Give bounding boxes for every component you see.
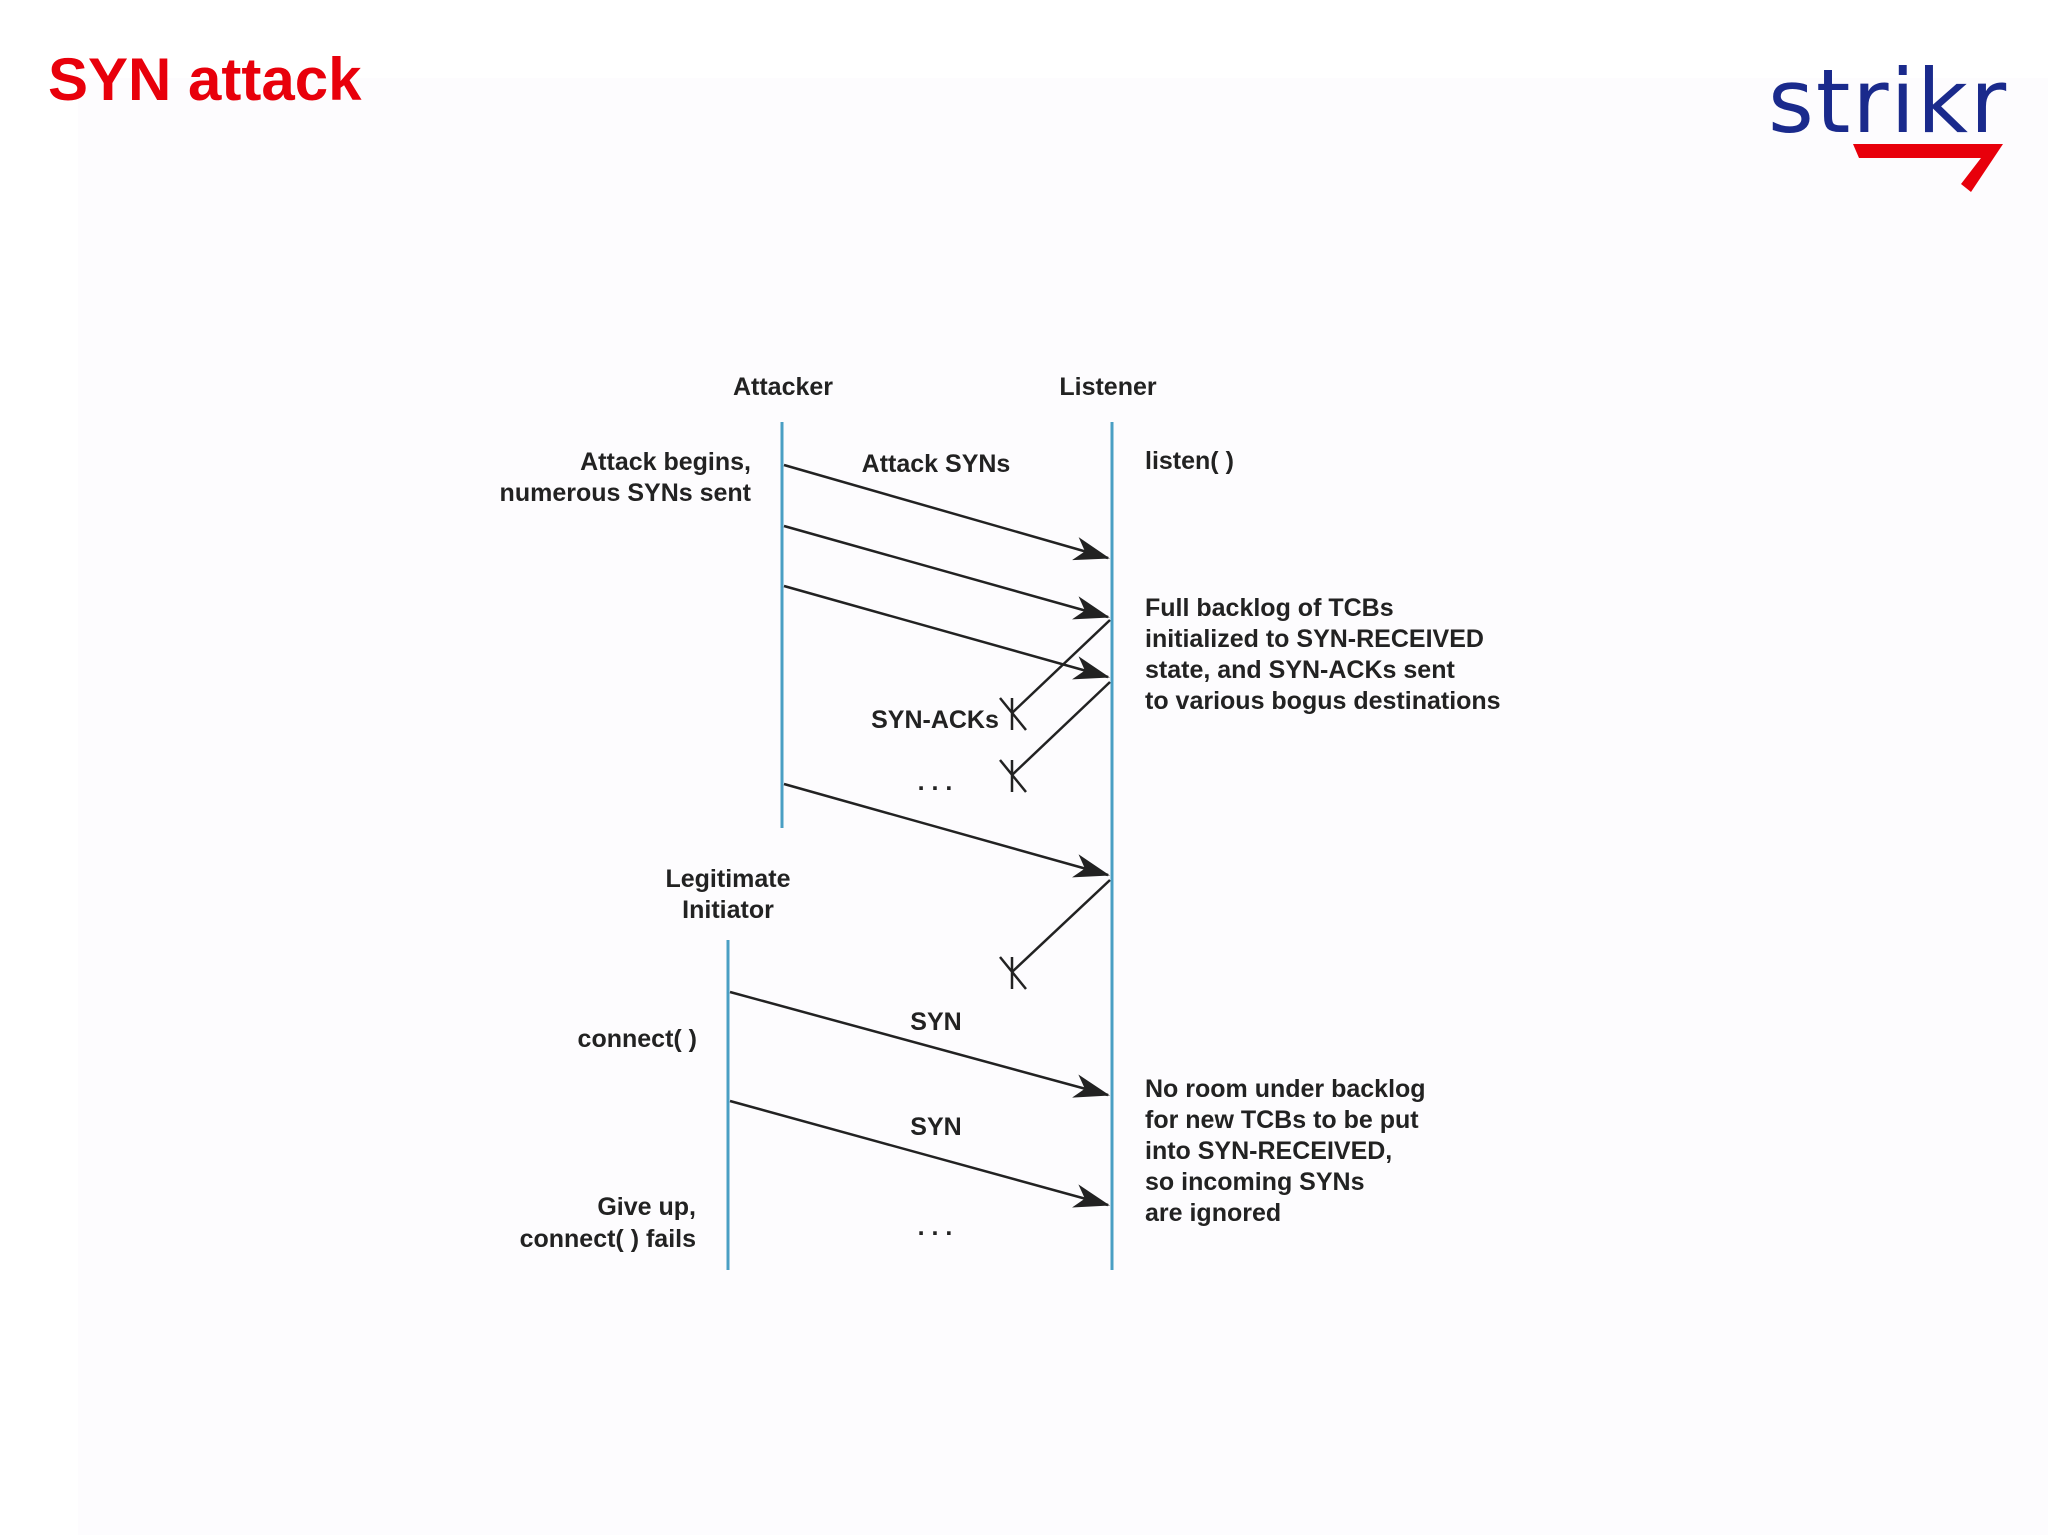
initiator-label-line2: Initiator — [682, 896, 774, 924]
logo-wordmark: strikr — [1768, 50, 2009, 153]
backlog-full-note-line: Full backlog of TCBs — [1145, 594, 1394, 622]
legit-syn-arrow-2 — [729, 1099, 1110, 1208]
syn-label-2: SYN — [910, 1113, 961, 1141]
bogus-destination-cross-1 — [999, 697, 1027, 731]
backlog-full-note-line: state, and SYN-ACKs sent — [1145, 656, 1455, 684]
attack-syn-arrow-4 — [783, 782, 1110, 878]
backlog-full-note: Full backlog of TCBs initialized to SYN-… — [1145, 594, 1501, 715]
connect-note: connect( ) — [578, 1025, 697, 1053]
no-room-note-line: No room under backlog — [1145, 1075, 1426, 1103]
syn-ack-line-3 — [1011, 879, 1111, 973]
logo-swoosh-icon — [1853, 144, 2003, 192]
backlog-full-note-line: initialized to SYN-RECEIVED — [1145, 625, 1484, 653]
backlog-full-note-line: to various bogus destinations — [1145, 687, 1501, 715]
no-room-note-line: for new TCBs to be put — [1145, 1106, 1419, 1134]
legit-syn-arrow-1 — [729, 990, 1110, 1098]
give-up-note-line2: connect( ) fails — [520, 1225, 696, 1253]
slide-title: SYN attack — [48, 46, 362, 113]
attack-syn-arrow-3 — [783, 584, 1110, 680]
listener-label: Listener — [1059, 373, 1157, 401]
no-room-note-line: so incoming SYNs — [1145, 1168, 1364, 1196]
bogus-destination-cross-3 — [999, 956, 1027, 990]
slide-background — [78, 78, 2048, 1535]
initiator-label-line1: Legitimate — [665, 865, 790, 893]
syn-acks-label: SYN-ACKs — [871, 706, 999, 734]
ellipsis-1: . . . — [918, 768, 953, 796]
attack-begins-note-line2: numerous SYNs sent — [500, 479, 752, 507]
attack-syn-arrow-1 — [783, 463, 1110, 561]
attack-syn-arrow-2 — [783, 524, 1110, 620]
no-room-note-line: into SYN-RECEIVED, — [1145, 1137, 1392, 1165]
no-room-note: No room under backlog for new TCBs to be… — [1145, 1075, 1426, 1227]
ellipsis-2: . . . — [918, 1213, 953, 1241]
syn-label-1: SYN — [910, 1008, 961, 1036]
attack-begins-note-line1: Attack begins, — [580, 448, 751, 476]
listen-note: listen( ) — [1145, 447, 1234, 475]
no-room-note-line: are ignored — [1145, 1199, 1281, 1227]
syn-ack-line-2 — [1011, 681, 1111, 776]
strikr-logo: strikr — [1768, 58, 2008, 203]
attacker-label: Attacker — [733, 373, 833, 401]
give-up-note-line1: Give up, — [597, 1193, 696, 1221]
bogus-destination-cross-2 — [999, 759, 1027, 793]
syn-ack-line-1 — [1011, 619, 1111, 714]
attack-syns-label: Attack SYNs — [862, 450, 1011, 478]
